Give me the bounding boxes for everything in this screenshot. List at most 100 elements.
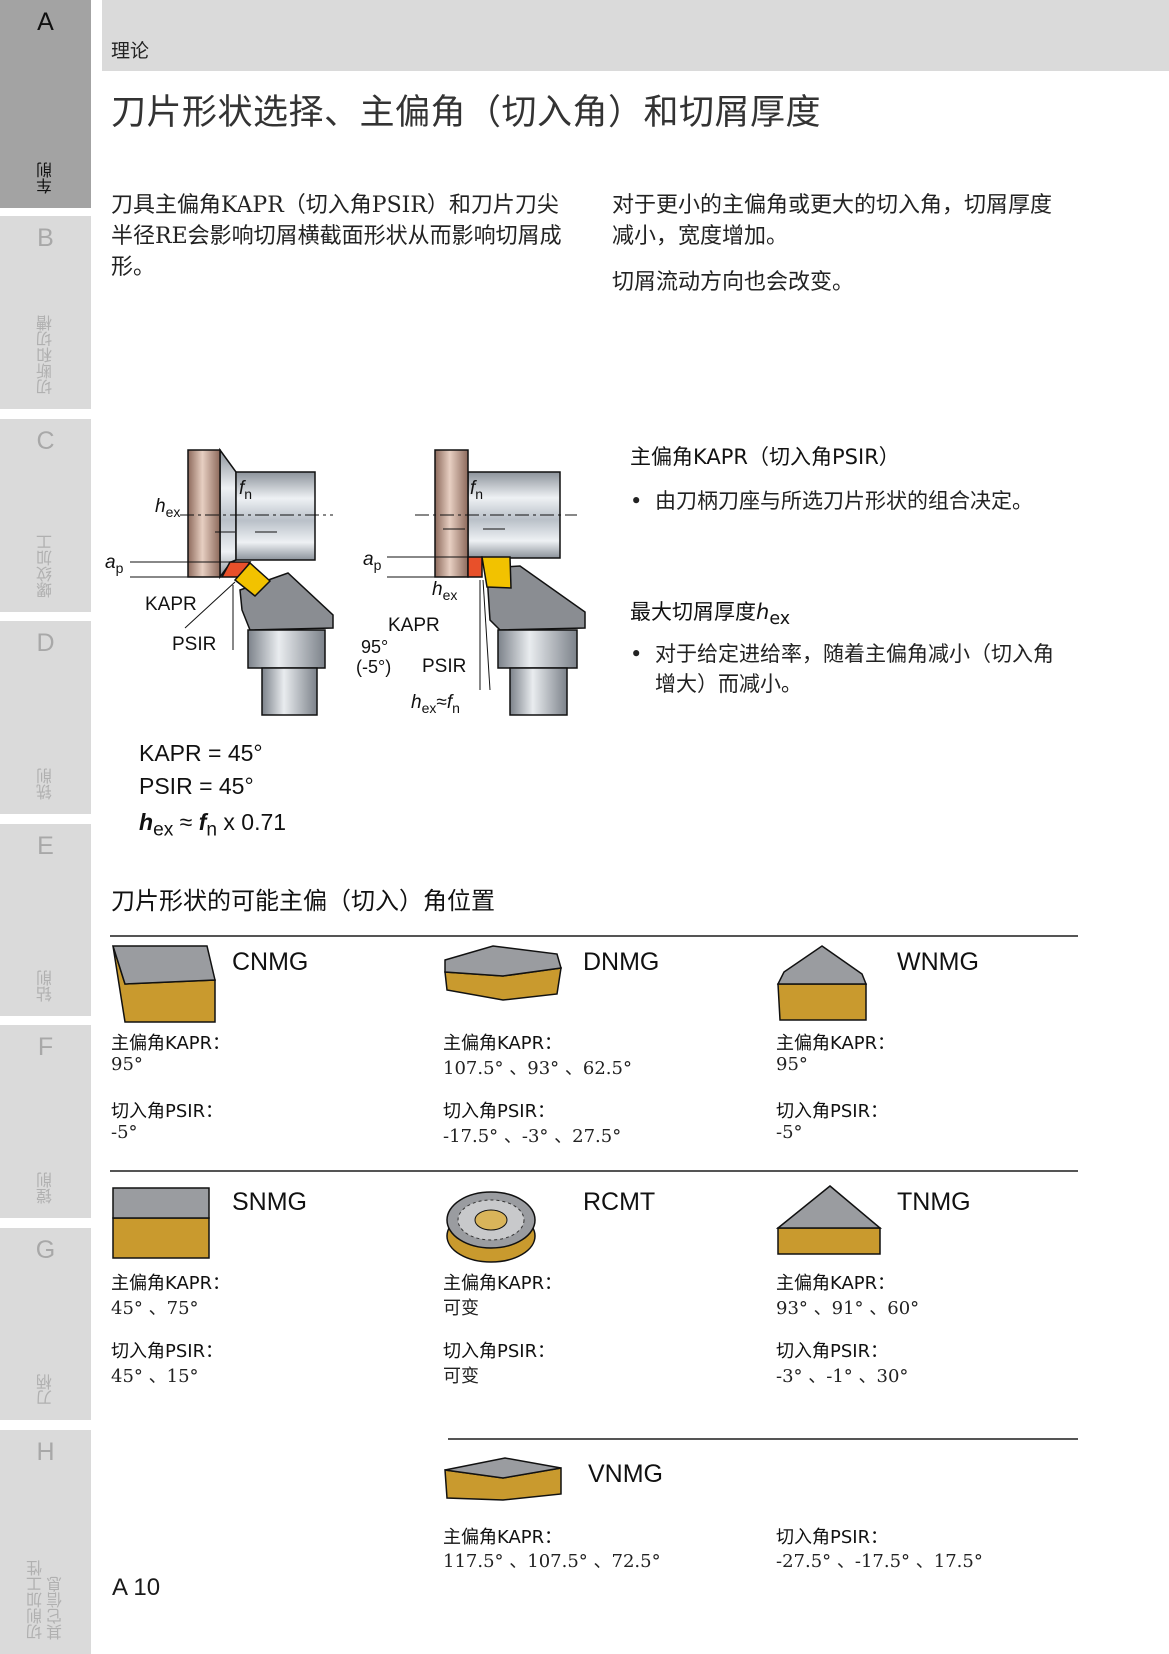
formula-psir: PSIR = 45° xyxy=(139,773,254,799)
insert-name: RCMT xyxy=(583,1188,656,1216)
intro-right-2: 切屑流动方向也会改变。 xyxy=(612,270,855,295)
wnmg-insert-icon xyxy=(776,944,898,1030)
intro-left: 刀具主偏角KAPR（切入角PSIR）和刀片刀尖半径RE会影响切屑横截面形状从而影… xyxy=(111,193,562,280)
insert-name: WNMG xyxy=(897,948,979,976)
fn-label: f xyxy=(239,478,246,499)
tab-label: 车削 xyxy=(35,162,55,194)
note-bullet-1: •由刀柄刀座与所选刀片形状的组合决定。 xyxy=(630,489,1033,513)
angle-value: 107.5° 、93° 、62.5° xyxy=(443,1058,632,1079)
svg-text:ap: ap xyxy=(363,549,382,573)
angle-value: -27.5° 、-17.5° 、17.5° xyxy=(776,1551,983,1572)
angle-label: 主偏角KAPR： xyxy=(111,1273,231,1294)
snmg-insert-icon xyxy=(111,1184,233,1270)
svg-text:hex: hex xyxy=(432,579,457,603)
angle-label: 切入角PSIR： xyxy=(111,1341,224,1362)
dnmg-insert-icon xyxy=(443,944,565,1030)
angle-value: -5° xyxy=(111,1122,138,1143)
intro-right-1: 对于更小的主偏角或更大的切入角，切屑厚度减小，宽度增加。 xyxy=(612,193,1053,249)
svg-text:hex: hex xyxy=(155,496,180,520)
divider xyxy=(448,1438,1078,1440)
svg-text:(-5°): (-5°) xyxy=(356,657,391,677)
angle-value: -17.5° 、-3° 、27.5° xyxy=(443,1126,622,1147)
insert-name: TNMG xyxy=(897,1188,971,1216)
insert-name: CNMG xyxy=(232,948,309,976)
angle-label: 主偏角KAPR： xyxy=(776,1033,896,1054)
tab-letter: B xyxy=(37,224,54,252)
tnmg-insert-icon xyxy=(775,1184,898,1270)
angle-label: 主偏角KAPR： xyxy=(443,1527,563,1548)
angle-label: 主偏角KAPR： xyxy=(443,1033,563,1054)
workpiece-flange xyxy=(187,449,221,578)
angle-label: 主偏角KAPR： xyxy=(111,1033,231,1054)
angle-label: 切入角PSIR： xyxy=(443,1341,556,1362)
angle-label: 95° xyxy=(361,637,388,657)
sidebar-tab-h[interactable]: H 切削加工性 其它信息 xyxy=(0,1430,91,1654)
page-number: A 10 xyxy=(112,1574,161,1601)
tab-label: 刀柄 xyxy=(35,1374,55,1406)
svg-text:hex≈fn: hex≈fn xyxy=(411,692,460,716)
divider xyxy=(110,935,1078,937)
ap-label: a xyxy=(105,552,116,573)
insert-name: VNMG xyxy=(588,1460,663,1488)
kapr-psir-diagram: hex fn ap KAPR PSIR fn ap hex KAPR 95° (… xyxy=(105,447,586,716)
section-title: 刀片形状的可能主偏（切入）角位置 xyxy=(111,887,495,915)
divider xyxy=(110,1170,1078,1172)
angle-value: 45° 、15° xyxy=(111,1366,199,1387)
psir-label: PSIR xyxy=(172,634,216,655)
angle-value: 可变 xyxy=(443,1366,479,1387)
angle-value: 117.5° 、107.5° 、72.5° xyxy=(443,1551,661,1572)
svg-text:fn: fn xyxy=(470,478,483,502)
tab-label: 切削加工性 其它信息 xyxy=(25,1560,65,1640)
angle-value: -5° xyxy=(776,1122,803,1143)
tab-label: 钻削 xyxy=(35,970,55,1002)
sidebar-tab-f[interactable]: F 镗削 xyxy=(0,1025,91,1218)
svg-text:ap: ap xyxy=(105,552,124,576)
tab-label: 铣削 xyxy=(35,768,55,800)
note-heading-hex: 最大切屑厚度hex xyxy=(630,600,791,630)
sidebar-tab-d[interactable]: D 铣削 xyxy=(0,621,91,814)
formula-hex: hex ≈ fn x 0.71 xyxy=(139,809,287,841)
svg-text:PSIR: PSIR xyxy=(422,656,466,677)
note-heading-kapr: 主偏角KAPR（切入角PSIR） xyxy=(630,445,900,469)
tab-letter: E xyxy=(37,832,54,860)
sidebar-tab-a[interactable]: A 车削 xyxy=(0,0,91,208)
angle-value: 95° xyxy=(111,1054,143,1075)
angle-value: 93° 、91° 、60° xyxy=(776,1298,920,1319)
right-setup xyxy=(434,449,586,716)
tab-letter: C xyxy=(36,427,55,455)
left-setup xyxy=(187,447,334,716)
tab-label: 切断和切槽 xyxy=(35,315,55,395)
svg-text:KAPR: KAPR xyxy=(388,615,440,636)
angle-label: 切入角PSIR： xyxy=(776,1527,889,1548)
formula-kapr: KAPR = 45° xyxy=(139,740,263,766)
angle-label: 主偏角KAPR： xyxy=(443,1273,563,1294)
tab-letter: D xyxy=(36,629,55,657)
section-header: 理论 xyxy=(102,0,1169,71)
hex-label: h xyxy=(155,496,166,517)
note-bullet-2: •对于给定进给率，随着主偏角减小（切入角增大）而减小。 xyxy=(630,642,1054,696)
insert-name: DNMG xyxy=(583,948,660,976)
angle-value: 可变 xyxy=(443,1298,479,1319)
rcmt-insert-icon xyxy=(443,1184,543,1268)
tab-letter: H xyxy=(36,1438,55,1466)
tab-letter: F xyxy=(37,1033,54,1061)
vnmg-insert-icon xyxy=(443,1456,565,1542)
insert xyxy=(233,561,272,598)
tab-label: 螺纹加工 xyxy=(35,534,55,598)
cnmg-insert-icon xyxy=(111,944,233,1030)
tab-label: 镗削 xyxy=(35,1172,55,1204)
angle-value: 95° xyxy=(776,1054,808,1075)
tab-letter: A xyxy=(37,8,54,36)
angle-label: 切入角PSIR： xyxy=(111,1101,224,1122)
insert-name: SNMG xyxy=(232,1188,307,1216)
sidebar-tab-e[interactable]: E 钻削 xyxy=(0,824,91,1016)
angle-label: 切入角PSIR： xyxy=(776,1341,889,1362)
sidebar-tab-b[interactable]: B 切断和切槽 xyxy=(0,216,91,409)
svg-text:fn: fn xyxy=(239,478,252,502)
angle-value: -3° 、-1° 、30° xyxy=(776,1366,909,1387)
page-title: 刀片形状选择、主偏角（切入角）和切屑厚度 xyxy=(111,93,822,133)
sidebar-tab-c[interactable]: C 螺纹加工 xyxy=(0,419,91,612)
section-name: 理论 xyxy=(111,40,150,62)
angle-label: 切入角PSIR： xyxy=(776,1101,889,1122)
